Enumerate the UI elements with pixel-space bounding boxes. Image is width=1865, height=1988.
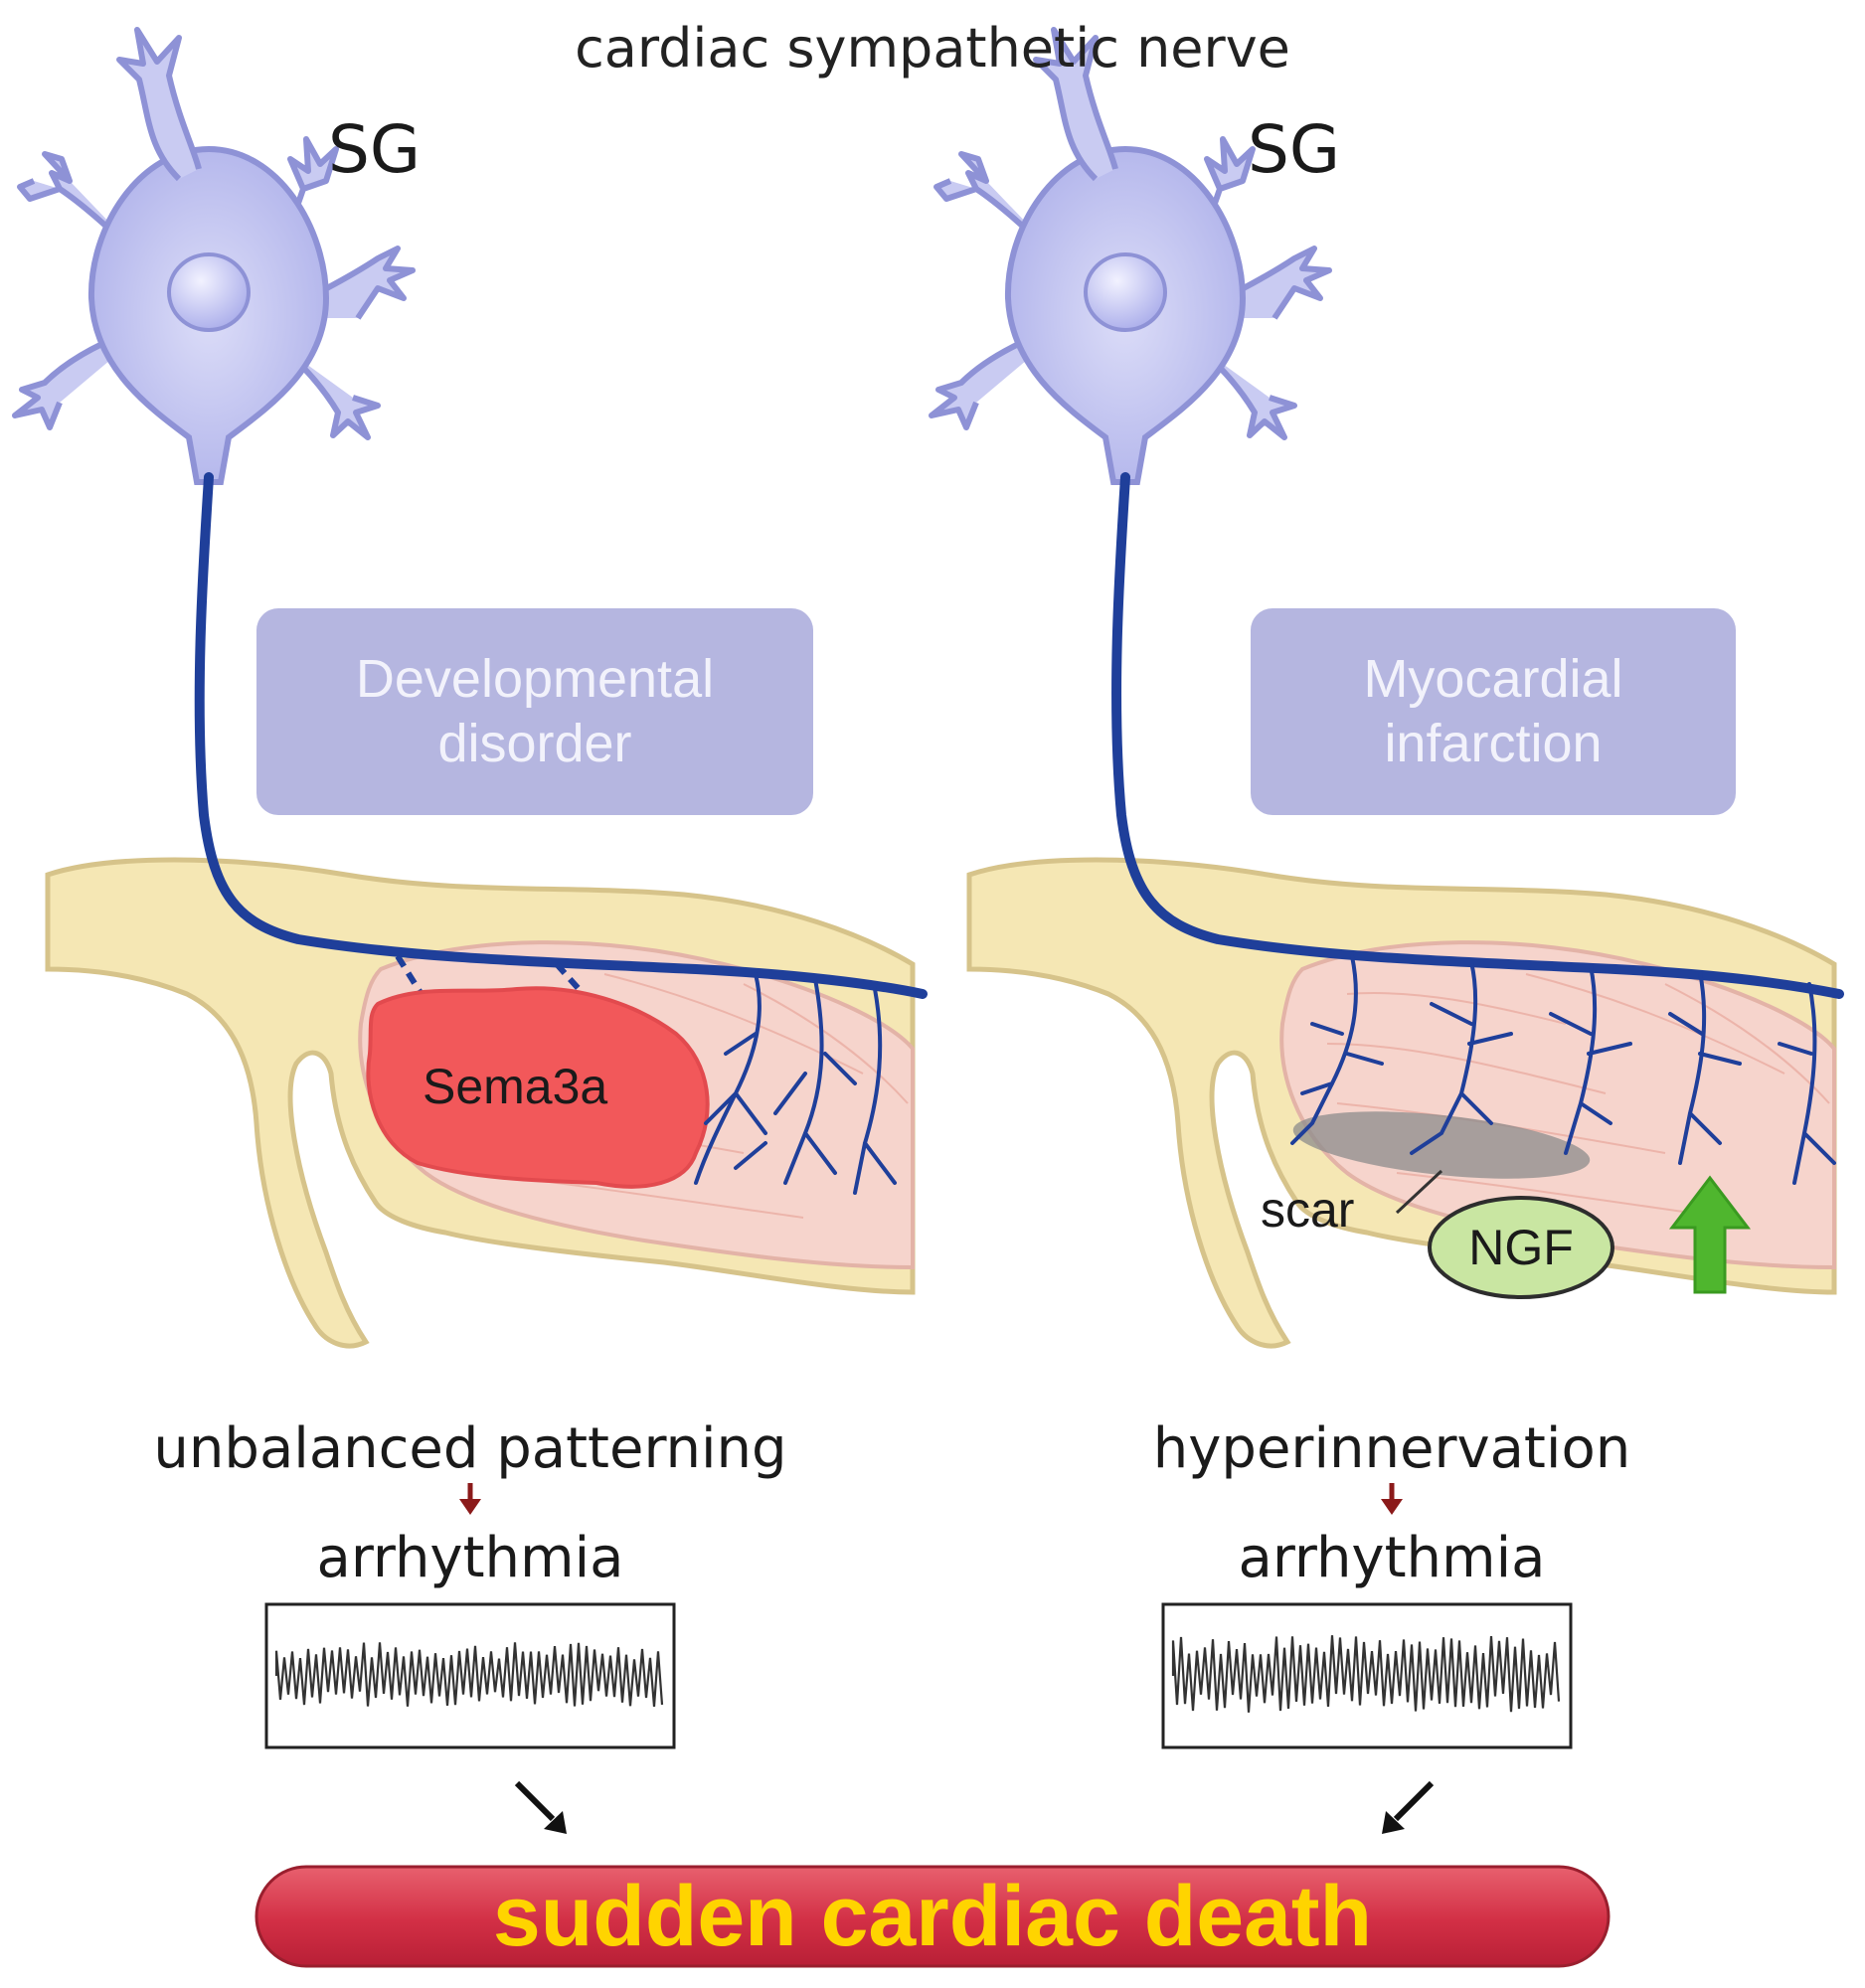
left-panel: [15, 30, 928, 1346]
final-outcome-label: sudden cardiac death: [492, 1868, 1373, 1964]
left-mechanism-label: unbalanced patterning: [153, 1416, 787, 1481]
scar-pointer-line: [1395, 1169, 1443, 1215]
right-diagonal-arrow-icon: [1382, 1780, 1435, 1834]
left-sema3a-region: [366, 986, 710, 1189]
left-sg-label: SG: [328, 111, 422, 188]
ngf-label: NGF: [1468, 1220, 1574, 1275]
right-condition-label: Myocardial infarction: [1363, 649, 1623, 773]
left-outcome-label: arrhythmia: [316, 1526, 624, 1590]
left-condition-box: [256, 608, 813, 815]
ngf-bubble: [1428, 1196, 1614, 1299]
left-diagonal-arrow-icon: [514, 1780, 567, 1834]
right-dense-branches: [1290, 954, 1836, 1185]
left-nerve-axon: [194, 472, 928, 999]
up-arrow-icon: [1668, 1175, 1752, 1294]
left-neuron-icon: [15, 30, 413, 482]
scar-region: [1292, 1111, 1591, 1179]
left-ecg-trace-icon: [264, 1602, 676, 1749]
right-neuron-icon: [932, 30, 1329, 482]
right-mechanism-label: hyperinnervation: [1152, 1416, 1631, 1481]
right-panel: [932, 30, 1844, 1346]
right-nerve-axon: [1111, 472, 1844, 999]
left-condition-label: Developmental disorder: [355, 649, 715, 773]
left-sparse-branches: [694, 972, 897, 1195]
left-down-arrow-icon: [459, 1483, 481, 1515]
figure-title: cardiac sympathetic nerve: [575, 17, 1290, 80]
right-sg-label: SG: [1248, 111, 1341, 188]
scar-label: scar: [1261, 1182, 1355, 1238]
right-condition-box: [1251, 608, 1736, 815]
sudden-death-bar: [254, 1865, 1611, 1968]
right-ecg-trace-icon: [1161, 1602, 1573, 1749]
right-outcome-label: arrhythmia: [1238, 1526, 1546, 1590]
sema3a-label: Sema3a: [423, 1059, 608, 1114]
right-down-arrow-icon: [1381, 1483, 1403, 1515]
